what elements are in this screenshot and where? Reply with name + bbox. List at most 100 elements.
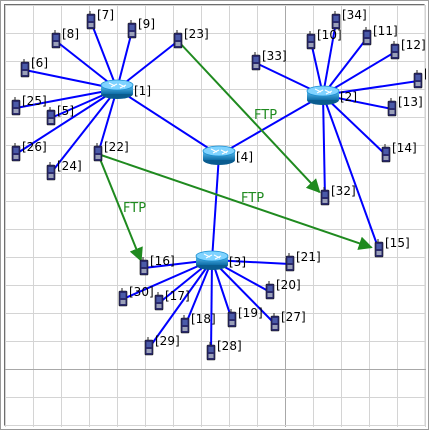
host-label-15: [15]	[385, 236, 410, 250]
host-label-6: [6]	[31, 56, 48, 70]
host-24[interactable]: [24]	[46, 159, 82, 181]
host-label-28: [28]	[217, 339, 242, 353]
host-label-8: [8]	[62, 27, 79, 41]
host-8[interactable]: [8]	[51, 27, 79, 49]
router-1[interactable]: [1]	[100, 79, 151, 99]
router-link-1-4	[116, 88, 220, 156]
host-keys-icon	[364, 39, 370, 43]
host-label-19: [19]	[238, 306, 263, 320]
host-6[interactable]: [6]	[20, 56, 48, 78]
host-17[interactable]: [17]	[154, 289, 190, 311]
flow-label-22-15: FTP	[241, 191, 264, 206]
host-link-19	[211, 259, 233, 321]
host-link-14	[322, 94, 387, 156]
host-screen-icon	[120, 293, 126, 298]
host-25[interactable]: [25]	[11, 94, 47, 116]
host-keys-icon	[13, 155, 19, 159]
host-label-30: [30]	[129, 285, 154, 299]
host-31[interactable]: [	[413, 67, 426, 89]
router-label-2: [2]	[340, 90, 357, 104]
host-26[interactable]: [26]	[11, 140, 47, 162]
host-screen-icon	[272, 318, 278, 323]
host-label-29: [29]	[155, 334, 180, 348]
host-11[interactable]: [11]	[362, 24, 398, 46]
host-15[interactable]: [15]	[374, 236, 410, 258]
flow-arrow-23-32	[177, 40, 321, 194]
host-label-18: [18]	[191, 312, 216, 326]
host-14[interactable]: [14]	[381, 141, 417, 163]
host-30[interactable]: [30]	[118, 285, 154, 307]
host-keys-icon	[208, 354, 214, 358]
host-link-22	[97, 88, 118, 155]
host-32[interactable]: [32]	[320, 184, 356, 206]
host-label-33: [33]	[262, 49, 287, 63]
host-9[interactable]: [9]	[127, 17, 155, 39]
host-13[interactable]: [13]	[387, 95, 423, 117]
host-34[interactable]: [34]	[331, 8, 367, 30]
host-screen-icon	[95, 148, 101, 153]
host-keys-icon	[376, 251, 382, 255]
router-top-icon	[202, 145, 236, 157]
host-5[interactable]: [5]	[46, 104, 74, 126]
host-screen-icon	[267, 286, 273, 291]
host-screen-icon	[175, 35, 181, 40]
host-16[interactable]: [16]	[139, 254, 175, 276]
host-keys-icon	[389, 110, 395, 114]
host-label-14: [14]	[392, 141, 417, 155]
host-7[interactable]: [7]	[86, 8, 114, 30]
host-keys-icon	[415, 82, 421, 86]
host-link-15	[322, 94, 380, 251]
router-2[interactable]: [2]	[306, 85, 357, 105]
router-4[interactable]: [4]	[202, 145, 253, 165]
host-screen-icon	[208, 347, 214, 352]
host-label-9: [9]	[138, 17, 155, 31]
host-link-9	[116, 30, 133, 90]
host-keys-icon	[229, 321, 235, 325]
host-label-5: [5]	[57, 104, 74, 118]
router-label-1: [1]	[134, 84, 151, 98]
host-screen-icon	[308, 36, 314, 41]
flow-arrow-22-15	[97, 153, 373, 250]
host-keys-icon	[287, 265, 293, 269]
host-19[interactable]: [19]	[227, 306, 263, 328]
host-keys-icon	[392, 53, 398, 57]
host-23[interactable]: [23]	[173, 27, 209, 49]
router-label-4: [4]	[236, 150, 253, 164]
host-link-29	[148, 259, 213, 349]
host-18[interactable]: [18]	[180, 312, 216, 334]
host-22[interactable]: [22]	[93, 140, 129, 162]
host-33[interactable]: [33]	[251, 49, 287, 71]
host-20[interactable]: [20]	[265, 278, 301, 300]
host-keys-icon	[53, 42, 59, 46]
router-top-icon	[100, 79, 134, 91]
host-label-31: [	[424, 67, 426, 81]
host-screen-icon	[48, 167, 54, 172]
host-label-25: [25]	[22, 94, 47, 108]
host-keys-icon	[182, 327, 188, 331]
router-arrows-icon	[108, 82, 127, 89]
host-10[interactable]: [10]	[306, 28, 342, 50]
host-27[interactable]: [27]	[270, 310, 306, 332]
host-label-7: [7]	[97, 8, 114, 22]
host-screen-icon	[182, 320, 188, 325]
host-screen-icon	[364, 32, 370, 37]
host-keys-icon	[95, 155, 101, 159]
host-link-26	[15, 88, 118, 155]
host-link-27	[211, 259, 276, 325]
host-29[interactable]: [29]	[144, 334, 180, 356]
host-screen-icon	[53, 35, 59, 40]
host-21[interactable]: [21]	[285, 250, 321, 272]
router-3[interactable]: [3]	[195, 250, 246, 270]
host-screen-icon	[156, 297, 162, 302]
host-screen-icon	[13, 148, 19, 153]
host-screen-icon	[389, 103, 395, 108]
host-keys-icon	[129, 32, 135, 36]
host-screen-icon	[88, 16, 94, 21]
host-link-11	[322, 37, 368, 96]
host-28[interactable]: [28]	[206, 339, 242, 361]
host-12[interactable]: [12]	[390, 38, 426, 60]
host-screen-icon	[129, 25, 135, 30]
